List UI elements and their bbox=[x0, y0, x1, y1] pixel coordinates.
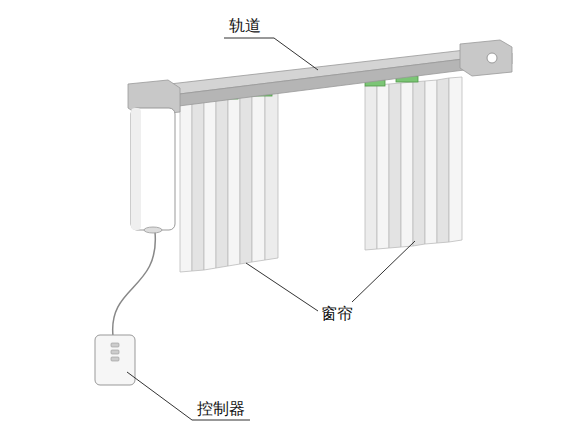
part-label: 控制器 bbox=[196, 399, 246, 418]
left-curtain bbox=[180, 90, 278, 272]
part-label: 窗帘 bbox=[320, 304, 354, 323]
part-label: 轨道 bbox=[228, 16, 262, 35]
leader-lines bbox=[127, 38, 415, 420]
controller-symbol bbox=[95, 335, 135, 385]
motor bbox=[131, 108, 175, 233]
cable bbox=[113, 232, 156, 336]
right-curtain bbox=[365, 76, 462, 250]
track bbox=[128, 40, 512, 116]
